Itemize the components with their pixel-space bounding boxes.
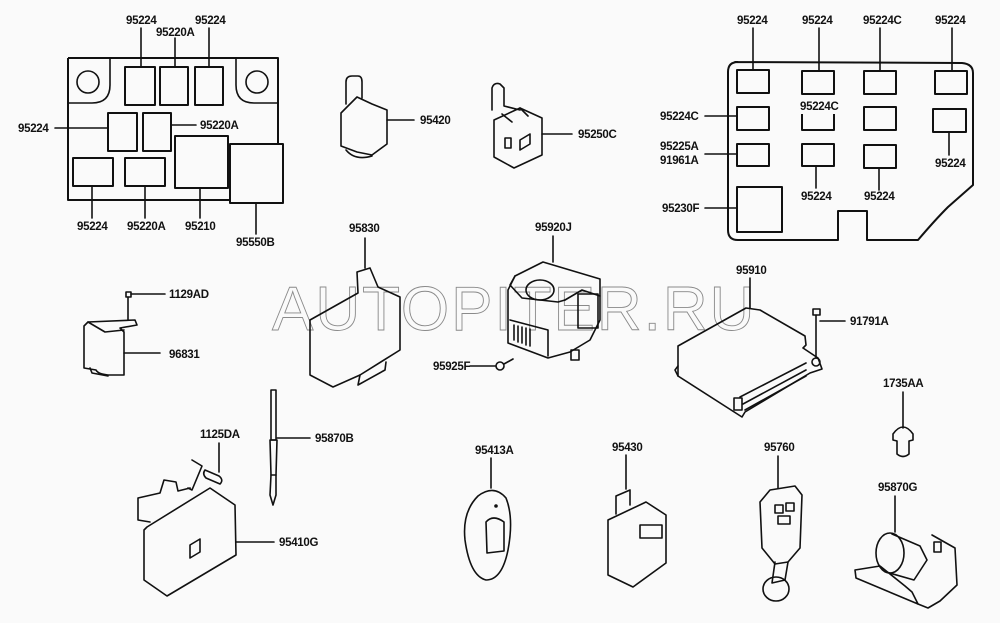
label-95250c: 95250C: [578, 129, 616, 141]
label-95224-left: 95224: [18, 123, 49, 135]
label-95413a: 95413A: [475, 445, 513, 457]
label-1735aa: 1735AA: [883, 378, 923, 390]
airbag-unit-95910: 95910 91791A: [674, 265, 889, 418]
remote-95413a: 95413A: [463, 445, 514, 581]
label-95224-r1: 95224: [737, 15, 768, 27]
module-96831: 1129AD 96831: [83, 289, 209, 377]
label-95910: 95910: [736, 265, 766, 277]
relay-95420: 95420: [340, 75, 451, 159]
label-95224-b4: 95224: [935, 158, 966, 170]
label-95225a: 95225A: [660, 141, 698, 153]
label-95224c-r3: 95224C: [863, 15, 901, 27]
label-1129ad: 1129AD: [169, 289, 209, 301]
key-remote-95760: 95760: [759, 442, 803, 602]
relay-95250c: 95250C: [491, 82, 617, 169]
left-relay-box: 95224 95220A 95224 95224 95220A 95224 95…: [18, 15, 284, 249]
label-95220a-bottom: 95220A: [127, 221, 165, 233]
antenna-95870b: 95870B: [269, 389, 354, 506]
label-95830: 95830: [349, 223, 379, 235]
label-95870b: 95870B: [315, 433, 353, 445]
right-relay-box: 95224 95224 95224C 95224 95224C 95224C 9…: [660, 15, 974, 241]
label-95224-top-right: 95224: [195, 15, 226, 27]
label-95224-top-left: 95224: [126, 15, 157, 27]
label-95210: 95210: [185, 221, 215, 233]
label-95220a-mid: 95220A: [200, 120, 238, 132]
siren-95870g: 95870G: [854, 482, 958, 609]
label-95224-bottom: 95224: [77, 221, 108, 233]
label-95410g: 95410G: [279, 537, 318, 549]
label-95550b: 95550B: [236, 237, 274, 249]
label-1125da: 1125DA: [200, 429, 240, 441]
label-95224-b3: 95224: [864, 191, 895, 203]
label-95224c-left: 95224C: [660, 111, 698, 123]
label-95925f: 95925F: [433, 361, 470, 373]
label-95224-b2: 95224: [801, 191, 832, 203]
label-95430: 95430: [612, 442, 642, 454]
label-91791a: 91791A: [850, 316, 888, 328]
clip-1735aa: 1735AA: [883, 378, 924, 458]
label-95224-r2: 95224: [802, 15, 833, 27]
label-95420: 95420: [420, 115, 450, 127]
label-95220a-top: 95220A: [156, 27, 194, 39]
unit-95430: 95430: [607, 442, 667, 588]
label-95224-r4: 95224: [935, 15, 966, 27]
label-95920j: 95920J: [535, 222, 572, 234]
label-91961a: 91961A: [660, 155, 698, 167]
sensor-95920j: 95920J 95925F: [433, 222, 601, 373]
label-96831: 96831: [169, 349, 200, 361]
label-95230f: 95230F: [662, 203, 699, 215]
label-95760: 95760: [764, 442, 794, 454]
module-95410g: 1125DA 95410G: [137, 429, 319, 597]
label-95224c-inner: 95224C: [800, 101, 838, 113]
label-95870g: 95870G: [878, 482, 917, 494]
module-95830: 95830: [309, 223, 401, 388]
